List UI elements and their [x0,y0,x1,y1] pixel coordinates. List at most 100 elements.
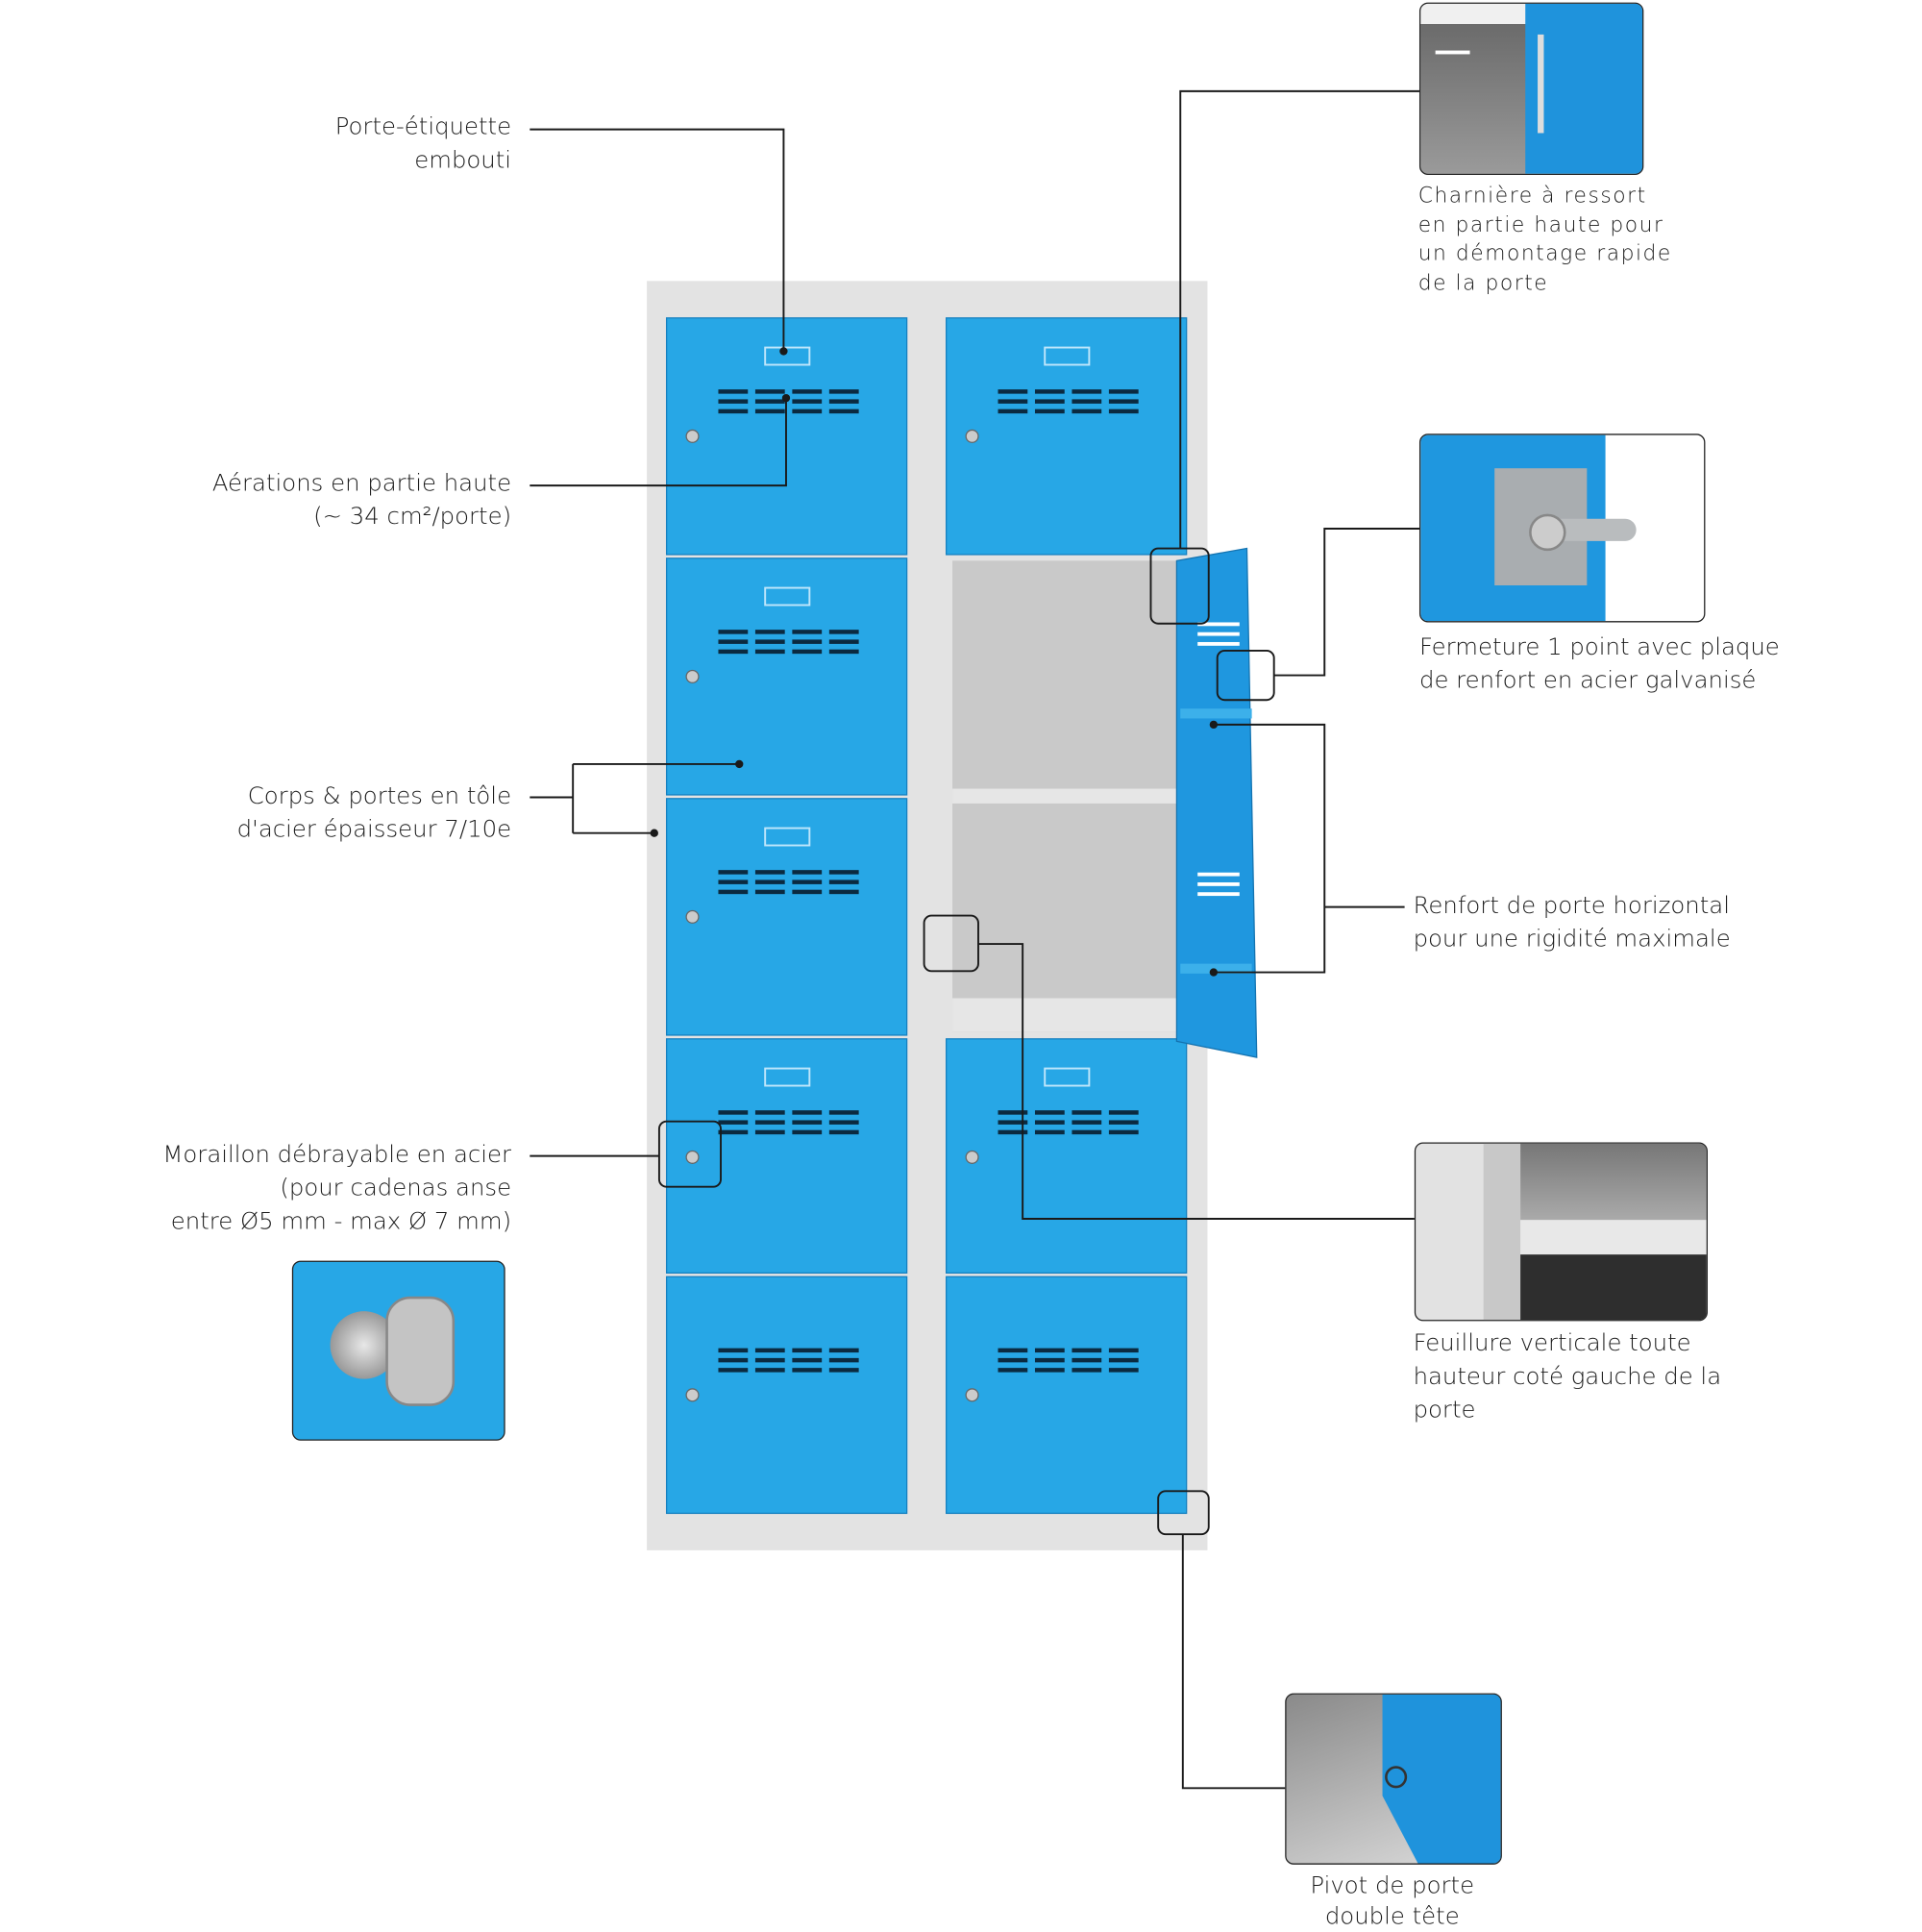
vent-slot [828,879,859,884]
vent-slot [792,889,823,895]
vent-slot [718,1129,749,1135]
locker-door [946,317,1188,556]
callout-lines [530,89,1419,1790]
label-line: d'acier épaisseur 7/10e [236,815,512,843]
label-holder [1044,346,1091,366]
vent-slot [1197,632,1240,636]
label-line: Porte-étiquette [334,112,512,141]
vent-slot [828,1348,859,1353]
vent-slot [828,1120,859,1125]
vent-slot [718,879,749,884]
locker-door [665,1038,908,1275]
vent-slot [1072,1120,1102,1125]
vent-slot [828,870,859,875]
vent-slot [718,649,749,655]
label-line: pour une rigidité maximale [1413,925,1731,954]
lock-hasp-icon [685,669,700,683]
vent-slot [828,1368,859,1373]
vent-slot [718,389,749,394]
door-panel [665,1038,908,1275]
vent-slot [828,1129,859,1135]
label-line: de renfort en acier galvanisé [1418,666,1757,694]
vent-slot [998,399,1028,404]
label-line: en partie haute pour [1417,212,1664,237]
vent-slot [718,639,749,644]
door-panel [946,1276,1188,1515]
vent-slot [792,630,823,634]
vent-slot [828,649,859,655]
vent-slot [1072,1357,1102,1363]
callout-dot [779,347,788,356]
vent-slot [1072,1368,1102,1373]
door-panel [946,317,1188,556]
label-feuillure: Feuillure verticale toute hauteur coté g… [1414,1327,1722,1427]
vent-slot [754,389,785,394]
locker-door [665,557,908,796]
callout-line [1181,1534,1286,1790]
callout-dot [735,759,744,769]
vent-slot [1197,892,1240,897]
label-corps: Corps & portes en tôle d'acier épaisseur… [237,780,511,847]
label-line: Aérations en partie haute [211,469,512,497]
label-line: Fermeture 1 point avec plaque [1418,632,1780,661]
label-line: embouti [414,146,512,174]
lock-hasp-icon [965,429,979,443]
vent-slot [792,409,823,414]
vent-slot [1034,1357,1065,1363]
callout-highlight-box [1149,547,1210,625]
label-holder [1044,1067,1091,1087]
vent-slot [828,399,859,404]
label-line: (~ 34 cm²/porte) [313,503,512,531]
vent-slot [1108,1368,1139,1373]
vent-slot [792,389,823,394]
label-holder [764,346,811,366]
vent-slot [1034,1348,1065,1353]
vent-slot [792,1110,823,1115]
vent-slot [1034,1120,1065,1125]
vent-slot [792,649,823,655]
vent-slot [754,399,785,404]
lock-detail-photo [1418,433,1706,623]
vent-slot [1108,1120,1139,1125]
vent-slot [998,1129,1028,1135]
pivot-detail-photo [1285,1693,1502,1865]
vent-slot [828,889,859,895]
locker-door [665,798,908,1036]
vent-slot [1072,1110,1102,1115]
locker-door [665,1276,908,1515]
lock-hasp-icon [685,429,700,443]
door-reinforcement [1180,963,1252,974]
vent-slot [1197,872,1240,877]
lock-hasp-icon [965,1388,979,1402]
vent-slot [1034,1129,1065,1135]
frame-rebate-detail-photo [1414,1142,1708,1322]
callout-dot [781,393,791,403]
vent-slot [828,409,859,414]
door-panel [665,557,908,796]
vent-slot [1108,1357,1139,1363]
lock-hasp-icon [685,1388,700,1402]
callout-dot [650,829,658,837]
label-line: hauteur coté gauche de la [1413,1363,1722,1391]
vent-slot [792,399,823,404]
label-holder [764,827,811,847]
vent-slot [792,639,823,644]
label-fermeture: Fermeture 1 point avec plaque de renfort… [1419,631,1780,697]
vent-slot [754,889,785,895]
vent-slot [1197,622,1240,627]
vent-slot [998,409,1028,414]
label-holder [764,586,811,607]
label-holder [764,1067,811,1087]
vent-slot [754,1120,785,1125]
label-line: Corps & portes en tôle [247,782,512,810]
label-line: de la porte [1417,270,1549,296]
vent-slot [1108,1110,1139,1115]
vent-slot [1072,409,1102,414]
vent-slot [1108,1129,1139,1135]
vent-slot [1197,881,1240,886]
vent-slot [792,879,823,884]
vent-slot [1034,409,1065,414]
vent-slot [1108,409,1139,414]
callout-highlight-box [923,914,979,973]
